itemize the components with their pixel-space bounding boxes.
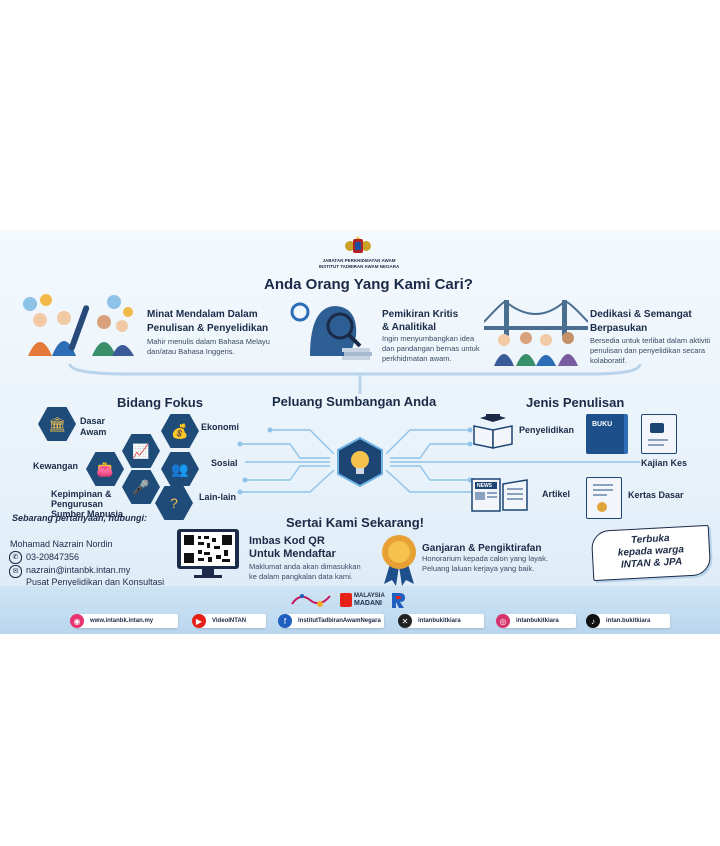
reward-title: Ganjaran & Pengiktirafan <box>422 543 542 554</box>
jenis-kajian-kes: Kajian Kes <box>641 458 688 468</box>
bidang-kewangan: Kewangan <box>33 461 79 471</box>
madani-label-2: MADANI <box>354 600 382 607</box>
thinking-head-icon <box>286 296 374 364</box>
quality-3-title-1: Dedikasi & Semangat <box>590 309 692 320</box>
quality-1-title-1: Minat Mendalam Dalam <box>147 309 258 320</box>
social-label: intan.bukitkiara <box>606 618 651 624</box>
quality-2-title-2: & Analitikal <box>382 322 437 333</box>
certificate-icon <box>586 477 622 519</box>
quality-1-desc: Mahir menulis dalam Bahasa Melayu dan/at… <box>147 337 270 356</box>
social-label: intanbukitkiara <box>516 618 559 624</box>
social-x[interactable]: ✕ intanbukitkiara <box>398 614 484 628</box>
reward-desc: Honorarium kepada calon yang layak. Pelu… <box>422 554 548 573</box>
social-instagram[interactable]: ◎ intanbukitkiara <box>496 614 576 628</box>
quality-3-desc: Bersedia untuk terlibat dalam aktiviti p… <box>590 336 711 365</box>
case-document-icon <box>641 414 677 454</box>
open-badge: Terbuka kepada warga INTAN & JPA <box>590 524 712 582</box>
people-discussion-icon <box>18 294 138 360</box>
qr-title-2: Untuk Mendaftar <box>249 548 336 560</box>
contact-name: Mohamad Nazrain Nordin <box>10 539 113 549</box>
bidang-lain-lain: Lain-lain <box>199 492 237 502</box>
contact-email[interactable]: nazrain@intanbk.intan.my <box>26 565 131 575</box>
bridge-team-icon <box>483 296 589 368</box>
malaysia-tourism-logo-icon <box>290 590 332 610</box>
social-youtube[interactable]: ▶ VideoINTAN <box>192 614 266 628</box>
qr-monitor-icon <box>176 528 240 580</box>
org-line-2: INSTITUT TADBIRAN AWAM NEGARA <box>318 264 400 269</box>
youtube-icon: ▶ <box>192 614 206 628</box>
madani-logo-icon <box>340 593 352 607</box>
web-icon: ◉ <box>70 614 84 628</box>
jenis-title: Jenis Penulisan <box>526 395 625 410</box>
tiktok-icon: ♪ <box>586 614 600 628</box>
connector-lines <box>68 363 642 495</box>
phone-icon: ✆ <box>9 551 22 564</box>
social-label: www.intanbk.intan.my <box>90 618 154 624</box>
social-facebook[interactable]: f InstitutTadbiranAwamNegara <box>278 614 384 628</box>
book-icon: BUKU <box>586 414 628 454</box>
org-line-1: JABATAN PERKHIDMATAN AWAM <box>322 258 396 263</box>
bidang-title: Bidang Fokus <box>117 395 203 410</box>
join-title: Sertai Kami Sekarang! <box>286 515 425 530</box>
social-tiktok[interactable]: ♪ intan.bukitkiara <box>586 614 670 628</box>
x-icon: ✕ <box>398 614 412 628</box>
quality-2-desc: Ingin menyumbangkan idea dan pandangan b… <box>382 334 480 363</box>
instagram-icon: ◎ <box>496 614 510 628</box>
center-title: Peluang Sumbangan Anda <box>272 394 437 409</box>
contact-dept: Pusat Penyelidikan dan Konsultasi <box>26 577 165 587</box>
email-icon: ✉ <box>9 565 22 578</box>
social-website[interactable]: ◉ www.intanbk.intan.my <box>70 614 178 628</box>
open-book-icon <box>472 414 514 450</box>
qr-desc: Maklumat anda akan dimasukkan ke dalam p… <box>249 562 361 581</box>
social-label: VideoINTAN <box>212 618 247 624</box>
newspaper-icon: NEWS <box>471 476 529 512</box>
social-label: InstitutTadbiranAwamNegara <box>298 618 381 624</box>
malaysia-crest-icon <box>344 236 372 256</box>
qr-title-1: Imbas Kod QR <box>249 535 325 547</box>
book-label: BUKU <box>592 421 613 428</box>
quality-2-title-1: Pemikiran Kritis <box>382 309 459 320</box>
bidang-ekonomi: Ekonomi <box>201 422 240 432</box>
jenis-artikel: Artikel <box>542 489 571 499</box>
poster: JABATAN PERKHIDMATAN AWAM INSTITUT TADBI… <box>0 230 720 634</box>
contact-phone: 03-20847356 <box>26 552 80 562</box>
bidang-sosial: Sosial <box>211 458 238 468</box>
jenis-penyelidikan: Penyelidikan <box>519 425 575 435</box>
main-title: Anda Orang Yang Kami Cari? <box>264 276 473 293</box>
social-label: intanbukitkiara <box>418 618 461 624</box>
jenis-kertas-dasar: Kertas Dasar <box>628 490 684 500</box>
news-label: NEWS <box>477 483 492 489</box>
quality-1-title-2: Penulisan & Penyelidikan <box>147 323 269 334</box>
bidang-dasar-awam: Dasar Awam <box>80 416 107 437</box>
quality-3-title-2: Berpasukan <box>590 323 648 334</box>
madani-label-1: MALAYSIA <box>354 593 385 599</box>
contact-intro: Sebarang pertanyaan, hubungi: <box>12 513 148 523</box>
r-logo-icon <box>390 591 406 609</box>
bidang-kepimpinan: Kepimpinan & Pengurusan Sumber Manusia <box>51 489 124 519</box>
award-medal-icon <box>380 534 418 586</box>
network-bulb-icon <box>330 436 390 488</box>
facebook-icon: f <box>278 614 292 628</box>
